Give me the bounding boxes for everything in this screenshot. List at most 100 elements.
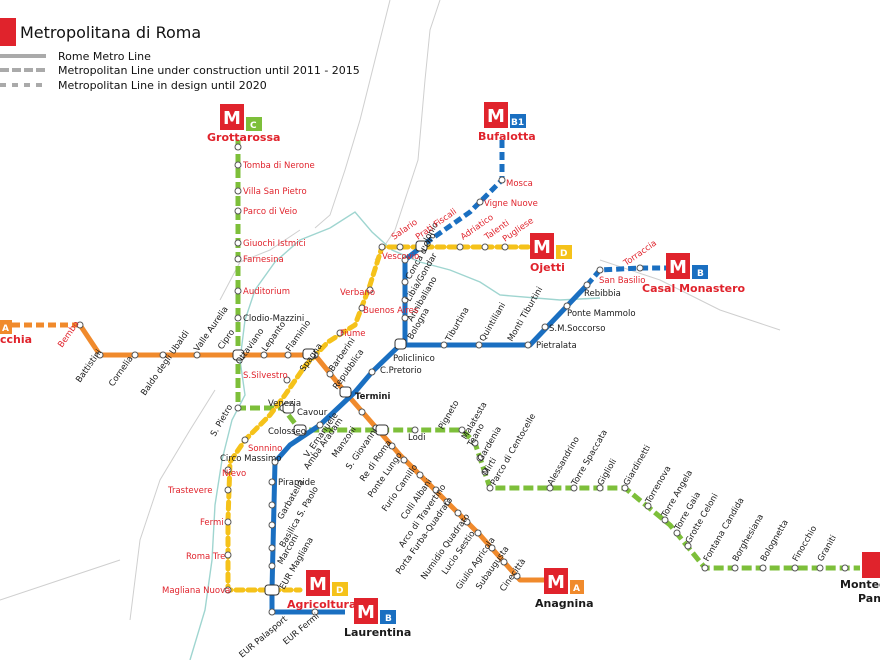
terminus-label: Casal Monastero (642, 282, 746, 295)
line-badge-a (0, 320, 12, 334)
terminus-battistini: A cchia (0, 320, 32, 346)
station-label: Circo Massimo (220, 454, 281, 464)
station-label: Auditorium (243, 287, 290, 297)
station-label: Farnesina (243, 255, 284, 265)
station-label: Vigne Nuove (484, 199, 538, 209)
title-block: Metropolitana di Roma (0, 18, 201, 46)
river-tiber (189, 211, 601, 660)
station-label: Torraccia (621, 239, 659, 270)
line-d (225, 244, 531, 593)
line-b-extension (585, 265, 670, 287)
line-badge-a (570, 580, 584, 594)
metro-badge-m (544, 568, 568, 594)
terminus-grottarossa: M C Grottarossa (207, 104, 280, 144)
station-label: Cavour (297, 408, 328, 418)
station-label: Vescovio (382, 252, 419, 262)
metro-badge-m (306, 570, 330, 596)
station-label: Roma Tre (186, 552, 225, 562)
station-label: Clodio-Mazzini (243, 314, 304, 324)
station-label: Pigneto (437, 399, 462, 432)
metro-badge-m (484, 102, 508, 128)
line-b1-extension (428, 140, 505, 243)
station-label: Sonnino (248, 444, 282, 454)
badge-m-letter: M (487, 106, 505, 127)
station-label: Cornelia (107, 354, 135, 388)
badge-line-letter: D (560, 249, 567, 259)
station-label: Nievo (222, 469, 246, 479)
station-label: Villa San Pietro (243, 187, 307, 197)
station-label: Piramide (278, 478, 315, 488)
line-badge-c (246, 117, 262, 131)
station-label: Fiume (340, 329, 366, 339)
line-badge-b (380, 610, 396, 624)
station-dots (76, 143, 849, 616)
station-label: Verbano (340, 288, 375, 298)
station-label: Rebibbia (584, 289, 621, 299)
metro-badge-m (220, 104, 244, 130)
terminus-label: Agricoltura (287, 598, 356, 611)
badge-m-letter: M (223, 108, 241, 129)
line-badge-b (692, 265, 708, 279)
badge-m-letter: M (533, 237, 551, 258)
terminus-ojetti: M D Ojetti (530, 233, 572, 274)
station-label: Tiburtina (443, 306, 471, 345)
legend: Rome Metro Line Metropolitan Line under … (0, 50, 360, 92)
terminus-montecompatri: Montec Pan (840, 552, 880, 605)
terminus-label-2: Pan (858, 592, 880, 605)
badge-line-letter: D (336, 586, 343, 596)
metro-badge-m (666, 253, 690, 279)
terminus-label: Grottarossa (207, 131, 280, 144)
badge-m-letter: M (357, 602, 375, 623)
terminus-label: Anagnina (535, 597, 594, 610)
station-label: Graniti (816, 534, 839, 564)
line-a (77, 323, 548, 583)
legend-label-dotted: Metropolitan Line in design until 2020 (58, 79, 267, 92)
badge-m-letter: M (669, 257, 687, 278)
station-label: EUR Palasport (238, 614, 291, 660)
metro-badge-m (354, 598, 378, 624)
station-label: Venezia (268, 399, 301, 409)
station-label: Cipro (216, 328, 237, 352)
station-label: Magliana Nuova (162, 586, 230, 596)
terminus-bufalotta: M B1 Bufalotta (478, 102, 536, 143)
metro-badge-m (530, 233, 554, 259)
station-label: Parco di Veio (243, 207, 297, 217)
terminus-label: Laurentina (344, 626, 411, 639)
station-label: Ponte Mammolo (567, 309, 636, 319)
line-badge-d (332, 582, 348, 596)
station-label: Giuochi Istmici (243, 239, 306, 249)
station-label: Quintiliani (478, 301, 508, 343)
line-c (235, 140, 860, 571)
metro-badge-m (862, 552, 880, 578)
station-label: C.Pretorio (380, 366, 422, 376)
station-label: Parco di Centocelle (489, 412, 538, 487)
line-badge-d (556, 245, 572, 259)
interchange-markers (232, 240, 428, 596)
station-label: Policlinico (393, 354, 435, 364)
station-label: Baldo degli Ubaldi (139, 329, 191, 398)
badge-m-letter: M (547, 572, 565, 593)
station-label: Battistini (74, 348, 104, 385)
map-title: Metropolitana di Roma (20, 23, 201, 42)
station-label: Bolognetta (759, 518, 791, 563)
terminus-label: cchia (0, 333, 32, 346)
badge-line-letter: A (573, 584, 580, 594)
terminus-agricoltura: M D Agricoltura (287, 570, 356, 611)
station-label: Tomba di Nerone (242, 161, 315, 171)
badge-line-letter: B (697, 269, 704, 279)
station-label: S.M.Soccorso (549, 324, 605, 334)
station-label: S.Silvestro (243, 371, 288, 381)
station-label: Lodi (408, 433, 426, 443)
terminus-anagnina: M A Anagnina (535, 568, 594, 610)
labels-line-c-north: Tomba di Nerone Villa San Pietro Parco d… (209, 161, 328, 439)
terminus-label: Ojetti (530, 261, 565, 274)
station-label: Colosseo (268, 427, 306, 437)
legend-label-dashed: Metropolitan Line under construction unt… (58, 64, 360, 77)
station-label: Giardinetti (622, 444, 653, 488)
station-label: Spagna (298, 342, 325, 374)
station-label: Pietralata (536, 341, 577, 351)
metro-logo (0, 18, 16, 46)
terminus-casal-monastero: M B Casal Monastero (642, 253, 746, 295)
legend-label-solid: Rome Metro Line (58, 50, 151, 63)
